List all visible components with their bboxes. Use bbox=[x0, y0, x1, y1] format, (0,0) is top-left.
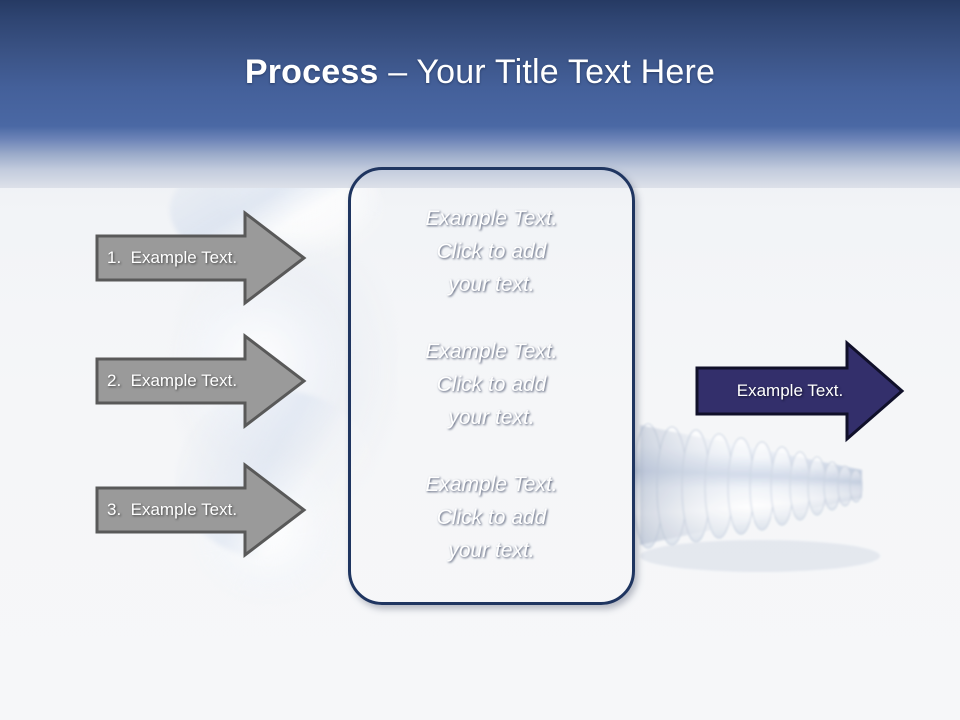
process-box[interactable]: Example Text. Click to add your text. Ex… bbox=[348, 167, 635, 605]
page-title: Process – Your Title Text Here bbox=[0, 50, 960, 94]
page-title-emphasis: Process bbox=[244, 53, 379, 91]
process-text-block-1: Example Text. Click to add your text. bbox=[425, 206, 558, 296]
input-arrow-1[interactable]: 1. Example Text. bbox=[95, 209, 307, 307]
input-arrow-3[interactable]: 3. Example Text. bbox=[95, 461, 307, 559]
output-arrow[interactable]: Example Text. bbox=[695, 339, 907, 443]
title-band-fade bbox=[0, 126, 960, 188]
process-text-block-3: Example Text. Click to add your text. bbox=[425, 472, 558, 562]
page-title-rest: – Your Title Text Here bbox=[378, 53, 716, 91]
process-text-block-2: Example Text. Click to add your text. bbox=[425, 339, 558, 429]
title-band bbox=[0, 0, 960, 126]
input-arrow-2[interactable]: 2. Example Text. bbox=[95, 332, 307, 430]
